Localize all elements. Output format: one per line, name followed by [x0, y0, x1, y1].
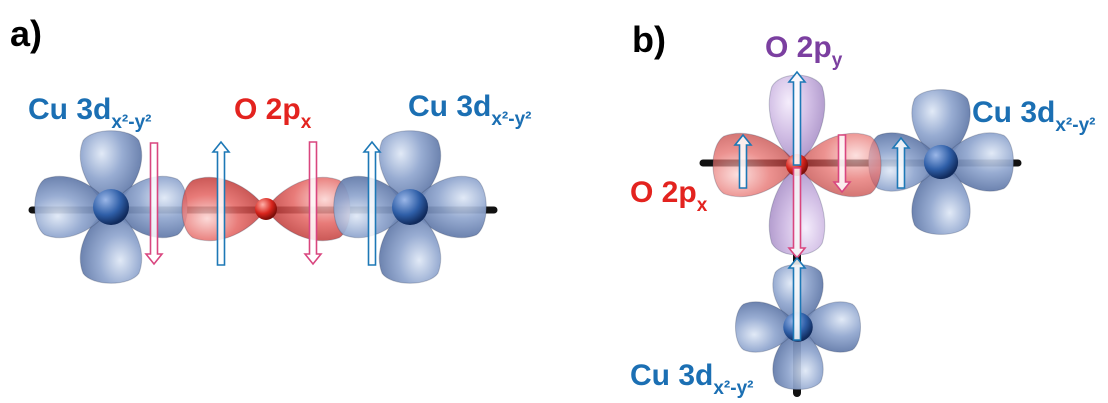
panel-a-cu-left-lobe-1 — [79, 130, 143, 208]
panel-b-o-py-sub: y — [831, 50, 843, 71]
panel-a-spin-up-arrow-1 — [211, 140, 231, 266]
panel-a-o-px-label: O 2px — [234, 93, 312, 133]
panel-b-o-px-lobe-left — [712, 132, 798, 198]
panel-a-cu-left-label: Cu 3dx²-y² — [28, 93, 152, 133]
panel-b-o-px-sub: x — [696, 195, 708, 216]
panel-b-spin-up-arrow-bottom — [787, 256, 807, 341]
panel-b-cu-right-label: Cu 3dx²-y² — [972, 96, 1096, 136]
panel-a-cu-right-sub: x²-y² — [491, 109, 532, 130]
panel-a-o-px-sub: x — [300, 112, 312, 133]
panel-a-cu-right-lobe-2 — [409, 175, 487, 239]
panel-a-label: a) — [10, 13, 43, 54]
panel-a-cu-left-lobe-4 — [34, 175, 112, 239]
panel-a-cu-left-sub: x²-y² — [111, 112, 152, 133]
panel-b-cu-bottom-main: Cu 3d — [630, 359, 714, 392]
panel-a-cu-left-nucleus — [93, 189, 129, 225]
panel-a-cu-right-label: Cu 3dx²-y² — [408, 90, 532, 130]
panel-b-cu-right-lobe-2 — [940, 132, 1014, 192]
panel-b-cu-bottom-lobe-3 — [772, 326, 824, 391]
panel-a-spin-down-arrow-2 — [303, 141, 323, 266]
panel-b-cu-bottom-lobe-4 — [734, 301, 799, 353]
panel-a-spin-up-arrow-2 — [362, 140, 382, 266]
panel-b-cu-right-main: Cu 3d — [972, 96, 1056, 129]
panel-b-spin-up-arrow-top — [787, 70, 807, 166]
panel-a-cu-left-lobe-3 — [79, 206, 143, 284]
panel-b-cu-bottom-sub: x²-y² — [713, 378, 754, 399]
panel-b-spin-down-arrow-right — [832, 134, 852, 194]
panel-b-spin-up-arrow-left — [733, 133, 753, 189]
panel-a-spin-down-arrow-1 — [144, 142, 164, 266]
panel-b-spin-down-arrow-mid — [787, 167, 807, 260]
panel-b-cu-bottom-lobe-2 — [797, 301, 862, 353]
panel-b-cu-bottom-label: Cu 3dx²-y² — [630, 359, 754, 399]
panel-b-cu-right-lobe-3 — [911, 161, 971, 235]
panel-a-cu-right-lobe-1 — [378, 130, 442, 208]
panel-b-label: b) — [632, 19, 666, 60]
panel-a-cu-right-lobe-3 — [378, 206, 442, 284]
panel-b-o-py-main: O 2p — [765, 31, 832, 64]
panel-b-spin-up-arrow-cu — [891, 136, 911, 189]
panel-a-cu-right-nucleus — [392, 189, 428, 225]
panel-b-o-px-main: O 2p — [630, 176, 697, 209]
panel-a-o-px-main: O 2p — [234, 93, 301, 126]
panel-a-cu-left-main: Cu 3d — [28, 93, 112, 126]
panel-a-o-nucleus — [255, 198, 277, 220]
panel-b-cu-right-nucleus — [923, 144, 959, 180]
panel-b-o-py-label: O 2py — [765, 31, 843, 71]
panel-b-cu-right-sub: x²-y² — [1055, 115, 1096, 136]
panel-a-cu-right-main: Cu 3d — [408, 90, 492, 123]
panel-b-cu-right-lobe-1 — [911, 89, 971, 163]
panel-b-o-px-label: O 2px — [630, 176, 708, 216]
